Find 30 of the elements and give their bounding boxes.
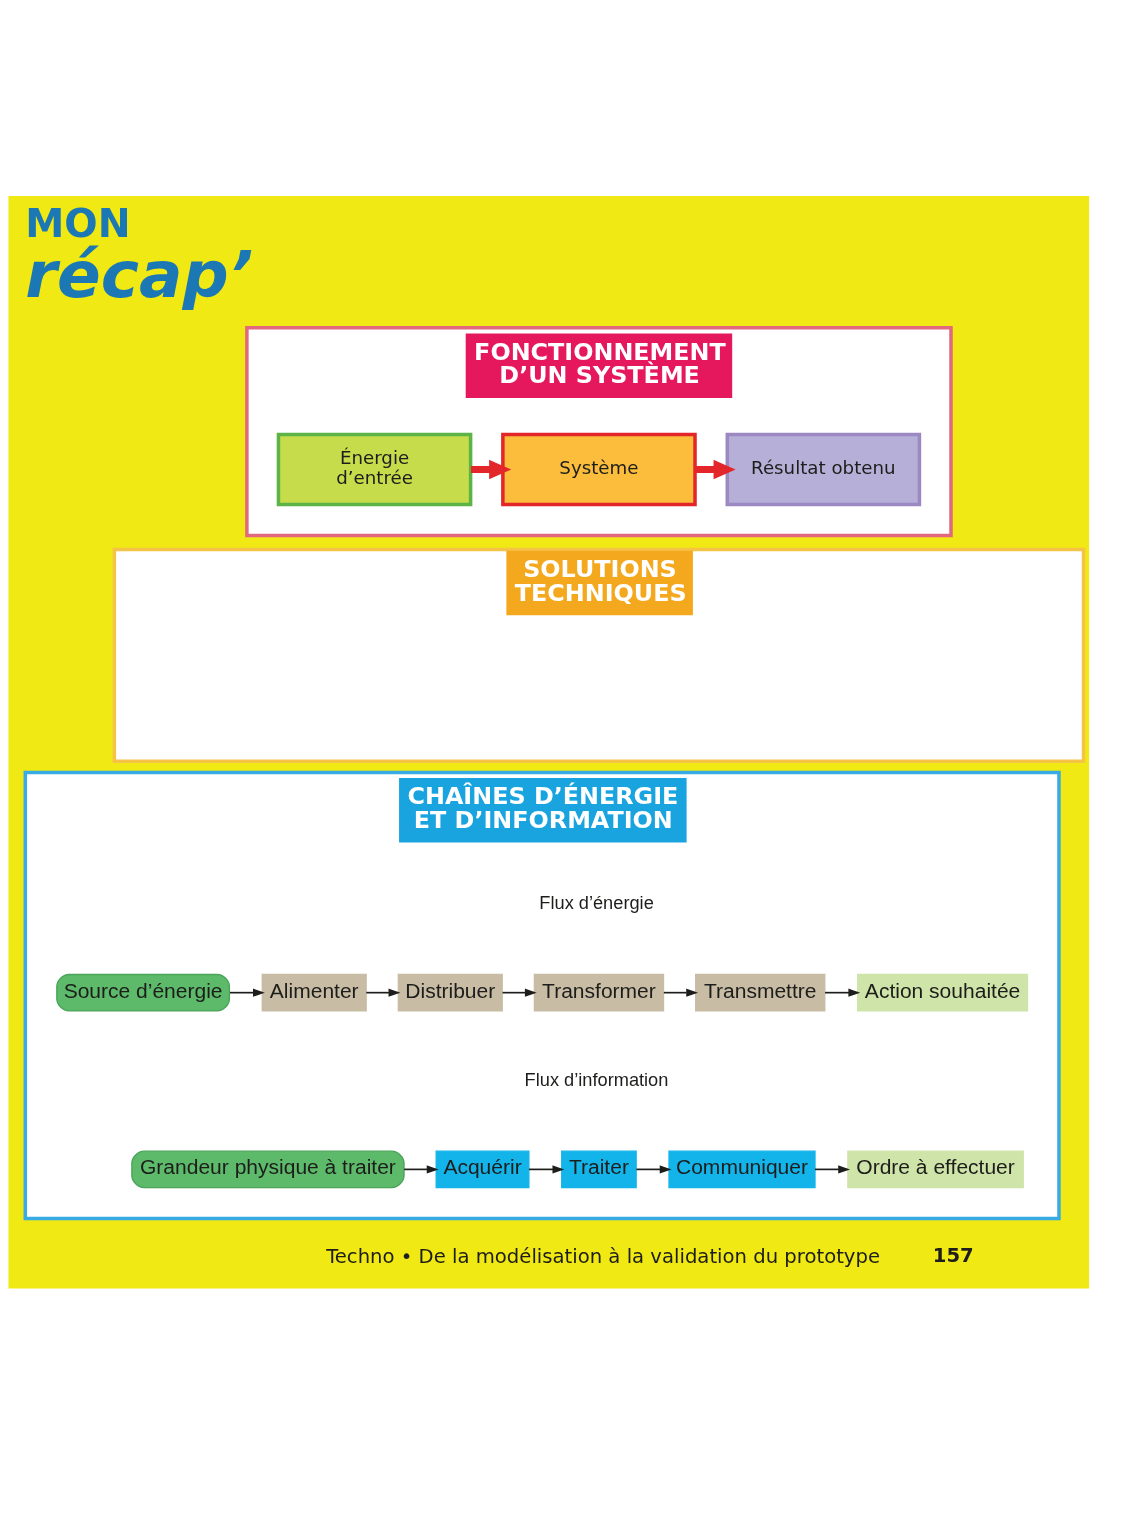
node-box: Source d’énergie <box>56 973 231 1012</box>
diagram-title: MON récap’ <box>25 200 254 312</box>
label: Flux d’information <box>524 1068 669 1090</box>
node-box: Énergie d’entrée <box>276 432 473 506</box>
node-box: Distribuer <box>397 973 503 1012</box>
node-box: Communiquer <box>668 1149 816 1188</box>
arrow <box>501 988 537 997</box>
node-box: Traiter <box>561 1149 637 1188</box>
node-box: Acquérir <box>435 1149 530 1188</box>
node-box: Alimenter <box>261 973 367 1012</box>
arrow <box>663 988 698 997</box>
node-box: Système <box>501 432 697 506</box>
node-box: Résultat obtenu <box>725 432 922 506</box>
arrow <box>695 459 736 479</box>
node-box: Transmettre <box>695 973 826 1012</box>
arrow <box>229 988 265 997</box>
label: Techno • De la modélisation à la validation du prototype <box>326 1244 880 1268</box>
label: 157 <box>932 1243 974 1267</box>
arrow <box>470 459 512 479</box>
label: Flux d’énergie <box>539 891 654 913</box>
arrow <box>824 988 861 997</box>
arrow <box>528 1164 565 1173</box>
node-box: Action souhaitée <box>857 973 1029 1012</box>
node-box: Transformer <box>533 973 665 1012</box>
arrow <box>365 988 401 997</box>
arrow <box>635 1164 672 1173</box>
node-box: Grandeur physique à traiter <box>131 1149 405 1188</box>
node-box: Ordre à effectuer <box>847 1149 1024 1188</box>
arrow <box>403 1164 439 1173</box>
arrow <box>814 1164 850 1173</box>
